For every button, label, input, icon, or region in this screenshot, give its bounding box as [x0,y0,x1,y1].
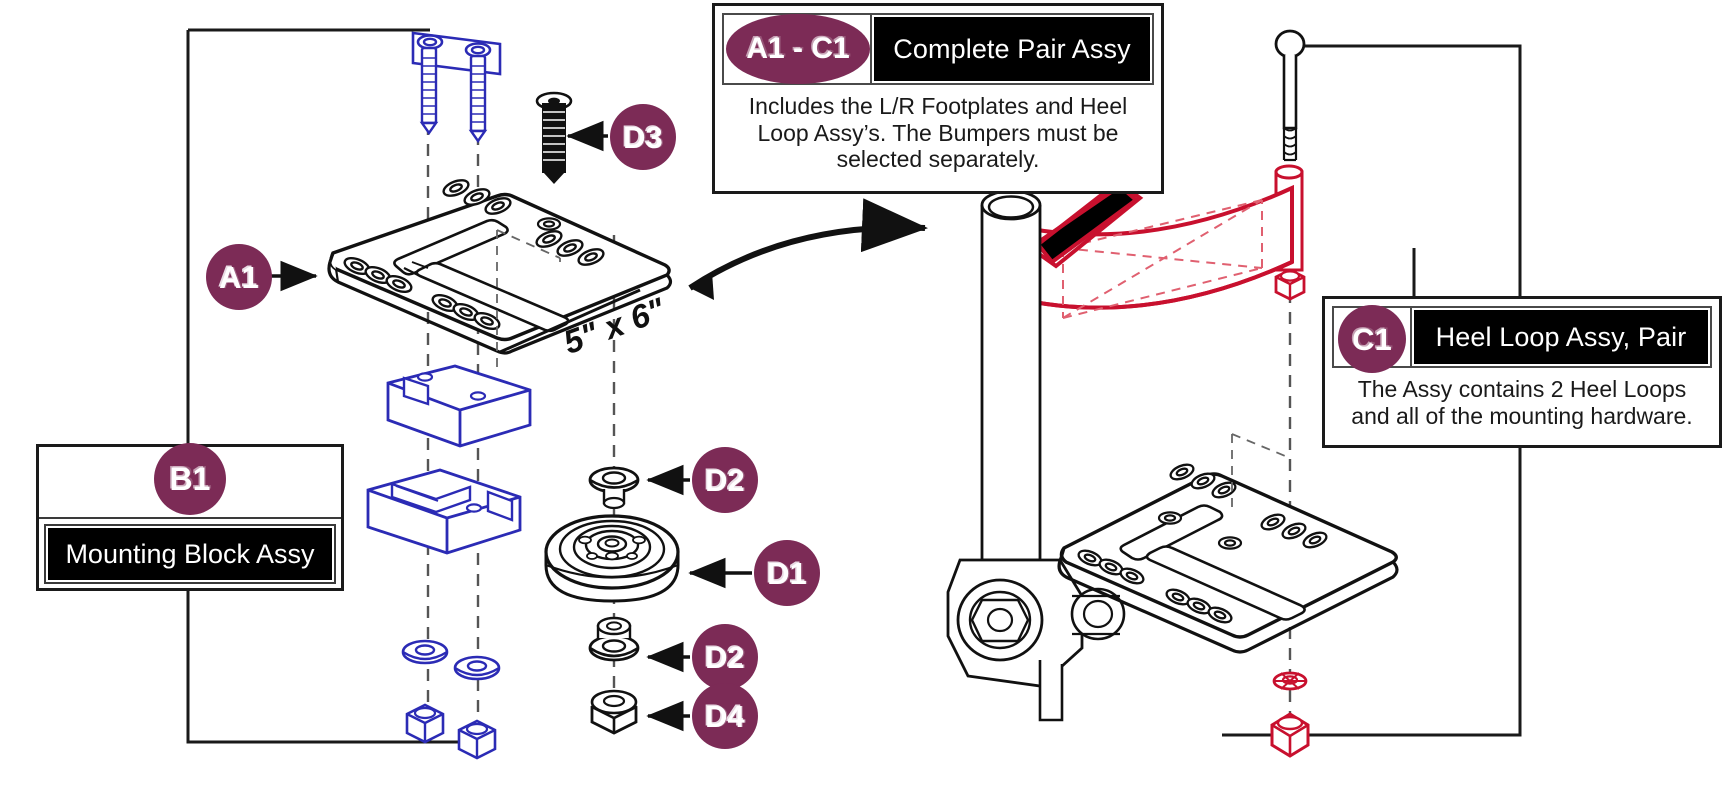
long-bolt-part [1274,29,1306,162]
mounting-block-upper [386,364,532,448]
leader-bracket-left [186,28,480,744]
callout-curved-arrow [688,198,928,300]
blue-bolt-right [468,54,488,144]
badge-part-d3-label: D3 [623,119,663,155]
badge-part-a1-label: A1 [219,259,259,295]
badge-part-d2-lower-label: D2 [705,639,745,675]
callout-a1-c1-description: Includes the L/R Footplates and Heel Loo… [748,93,1128,173]
lock-nut-blue-right [457,719,497,760]
badge-part-d3: D3 [610,104,676,170]
callout-b1[interactable]: B1 Mounting Block Assy [36,443,344,591]
badge-part-d2-lower: D2 [692,624,758,690]
footplate-dimension-leader [499,288,641,354]
footplate-assembled [1057,433,1399,654]
leader-arrows-left [270,120,752,732]
callout-c1-title: Heel Loop Assy, Pair [1435,321,1687,352]
lock-nut-blue-left [405,703,445,744]
leg-tube-part [980,189,1042,562]
lock-nut-red-lower [1270,712,1310,758]
socket-head-screw-part [535,91,573,184]
callout-c1-title-cell: Heel Loop Assy, Pair [1412,308,1710,366]
badge-part-d2-upper-label: D2 [705,462,745,498]
callout-c1[interactable]: C1 Heel Loop Assy, Pair The Assy contain… [1322,296,1722,448]
washer-spacer-upper [588,466,640,510]
callout-a1-c1-title: Complete Pair Assy [893,33,1131,64]
callout-c1-badge-cell: C1 [1334,305,1412,373]
footplate-part [327,179,673,372]
spacer-lower [588,616,640,662]
badge-b1: B1 [154,443,226,515]
washer-blue-left [401,639,449,665]
callout-a1-c1-header: A1 - C1 Complete Pair Assy [722,13,1154,85]
badge-part-d1: D1 [754,540,820,606]
badge-a1-c1: A1 - C1 [726,14,870,84]
badge-part-a1: A1 [206,244,272,310]
badge-part-d2-upper: D2 [692,447,758,513]
callout-a1-c1[interactable]: A1 - C1 Complete Pair Assy Includes the … [712,3,1164,194]
washer-blue-right [453,655,501,681]
callout-b1-badge-row: B1 [39,443,341,519]
badge-c1: C1 [1338,305,1406,373]
blue-bolt-left [419,46,439,136]
pivot-bracket-assembly [946,558,1126,722]
lock-nut-part [590,689,638,735]
callout-c1-description: The Assy contains 2 Heel Loops and all o… [1351,376,1693,429]
callout-b1-title: Mounting Block Assy [65,538,315,569]
callout-a1-c1-title-cell: Complete Pair Assy [872,15,1152,83]
badge-b1-label: B1 [169,461,211,497]
callout-b1-title-cell: Mounting Block Assy [44,524,336,584]
badge-a1-c1-label: A1 - C1 [746,32,850,65]
callout-a1-c1-badge-cell: A1 - C1 [724,14,872,84]
heel-loop-pad [1028,179,1144,269]
hinge-bracket-part [411,31,502,76]
washer-red [1272,671,1308,691]
badge-c1-label: C1 [1352,321,1392,357]
callout-c1-header: C1 Heel Loop Assy, Pair [1332,305,1712,373]
bumper-wheel-part [544,514,680,603]
mounting-block-lower [366,468,522,555]
badge-part-d4: D4 [692,683,758,749]
badge-part-d4-label: D4 [705,698,745,734]
badge-part-d1-label: D1 [767,555,807,591]
lock-nut-red-upper [1274,268,1306,301]
